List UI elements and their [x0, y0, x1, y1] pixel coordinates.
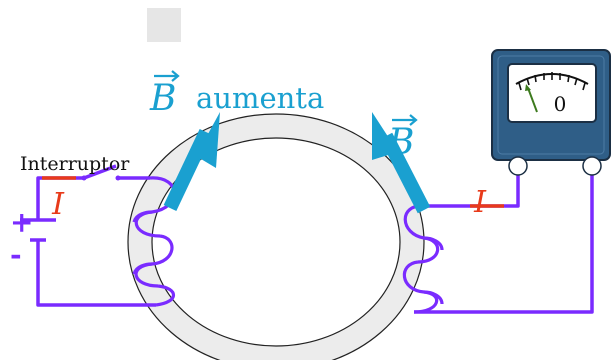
meter-needle	[527, 87, 538, 113]
switch[interactable]	[81, 164, 121, 181]
field-label-right: B	[387, 114, 418, 163]
current-label-right: I	[473, 185, 487, 220]
secondary-coil	[402, 204, 444, 314]
secondary-circuit-wire	[414, 170, 594, 314]
meter-zero-label: 0	[554, 92, 567, 116]
field-arrow-left	[163, 112, 220, 211]
battery-plus-sign: +	[10, 206, 33, 239]
primary-coil	[132, 176, 176, 307]
current-indicator-left: I	[42, 176, 76, 222]
current-indicator-right: I	[470, 185, 504, 220]
galvanometer: 0	[491, 49, 611, 176]
field-arrow-right	[372, 112, 431, 214]
meter-terminal-right	[582, 156, 602, 176]
b-symbol-right: B	[387, 122, 414, 163]
meter-terminal-left	[508, 156, 528, 176]
switch-label: Interruptor	[20, 153, 130, 175]
b-increases-text: aumenta	[196, 81, 324, 115]
battery	[20, 218, 56, 258]
placeholder-square	[147, 8, 181, 42]
b-symbol-left: B	[149, 78, 176, 119]
battery-minus-sign: -	[10, 238, 22, 271]
field-label-left: B aumenta	[149, 70, 324, 119]
meter-face: 0	[507, 63, 597, 123]
current-label-left: I	[51, 187, 65, 222]
iron-ring	[127, 113, 425, 360]
